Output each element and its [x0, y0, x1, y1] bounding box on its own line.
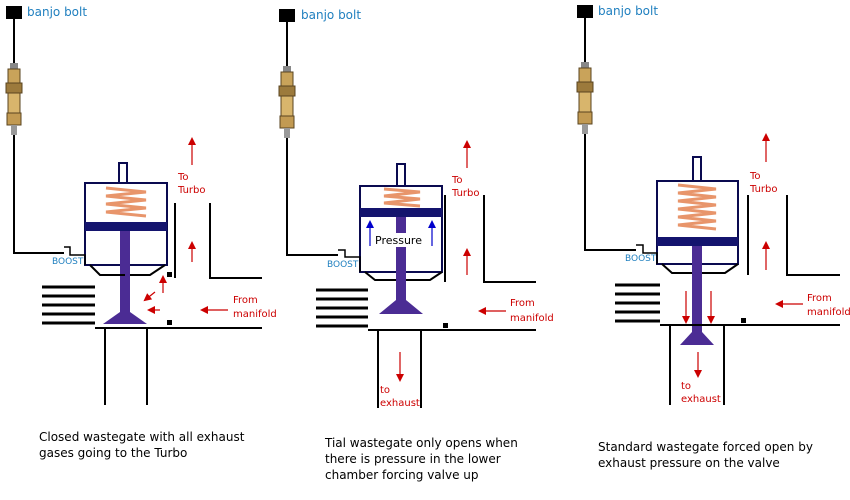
banjo-bolt-marker: [279, 9, 295, 22]
boost-label: BOOST: [52, 257, 84, 267]
from-manifold-label: manifold: [807, 307, 850, 318]
banjo-bolt-label: banjo bolt: [598, 4, 658, 18]
boost-line: [286, 138, 338, 256]
banjo-bolt-label: banjo bolt: [301, 8, 361, 22]
from-manifold-label: From: [233, 295, 258, 306]
banjo-fitting: [278, 65, 296, 139]
diaphragm: [657, 237, 738, 246]
from-manifold-label: From: [807, 293, 832, 304]
to-turbo-label: Turbo: [749, 184, 778, 195]
to-turbo-label: To Turbo: [451, 175, 480, 199]
from-manifold-label: manifold: [510, 313, 554, 324]
boost-label: BOOST: [625, 254, 657, 264]
panel-tial-wastegate: banjo bolt BOOST Pressure: [278, 8, 554, 409]
panel-standard-wastegate: banjo bolt BOOST: [576, 4, 850, 405]
to-turbo-label: To Turbo: [749, 171, 778, 195]
valve-stem: [120, 231, 130, 314]
boost-line: [584, 134, 636, 251]
heat-fins: [42, 285, 95, 325]
heat-fins: [615, 283, 660, 323]
diaphragm: [360, 208, 442, 217]
banjo-fitting: [5, 62, 23, 136]
to-turbo-label: To: [451, 175, 463, 186]
from-manifold-label: manifold: [233, 309, 277, 320]
spring: [383, 187, 421, 208]
banjo-bolt-marker: [577, 5, 593, 18]
to-exhaust-label: to: [681, 381, 691, 392]
from-manifold-label: From manifold: [233, 295, 277, 320]
spring: [677, 183, 717, 231]
to-exhaust-label: to exhaust: [380, 385, 420, 409]
valve-head: [680, 332, 714, 345]
boost-line: [13, 135, 64, 254]
to-turbo-label: Turbo: [451, 188, 480, 199]
turbo-outlet: [209, 203, 262, 279]
banjo-fitting: [576, 61, 594, 135]
flow-arrows: [396, 140, 506, 382]
caption-tial-wastegate: Tial wastegate only opens when there is …: [325, 436, 518, 482]
flow-arrows: [682, 133, 803, 378]
spring: [105, 186, 147, 218]
to-exhaust-label: to exhaust: [681, 381, 721, 405]
to-turbo-label: To Turbo: [177, 172, 206, 196]
to-turbo-label: To: [749, 171, 761, 182]
to-exhaust-label: to: [380, 385, 390, 396]
valve-head: [103, 312, 147, 324]
banjo-bolt-label: banjo bolt: [27, 5, 87, 19]
valve-head: [379, 300, 423, 314]
turbo-outlet: [786, 195, 840, 276]
turbo-outlet: [483, 195, 536, 283]
banjo-bolt-marker: [6, 6, 22, 19]
pressure-label: Pressure: [375, 234, 422, 247]
from-manifold-label: From manifold: [807, 293, 850, 318]
from-manifold-label: From: [510, 298, 535, 309]
to-exhaust-label: exhaust: [380, 398, 420, 409]
boost-label: BOOST: [327, 260, 359, 270]
heat-fins: [316, 288, 368, 328]
caption-standard-wastegate: Standard wastegate forced open by exhaus…: [598, 440, 813, 470]
valve-stem: [692, 246, 702, 334]
from-manifold-label: From manifold: [510, 298, 554, 324]
to-turbo-label: Turbo: [177, 185, 206, 196]
valve-stem: [396, 217, 406, 302]
diaphragm: [85, 222, 167, 231]
panel-closed-wastegate: banjo bolt BOOST: [5, 5, 277, 405]
to-turbo-label: To: [177, 172, 189, 183]
to-exhaust-label: exhaust: [681, 394, 721, 405]
caption-closed-wastegate: Closed wastegate with all exhaust gases …: [39, 430, 245, 460]
flow-arrows: [143, 137, 228, 314]
